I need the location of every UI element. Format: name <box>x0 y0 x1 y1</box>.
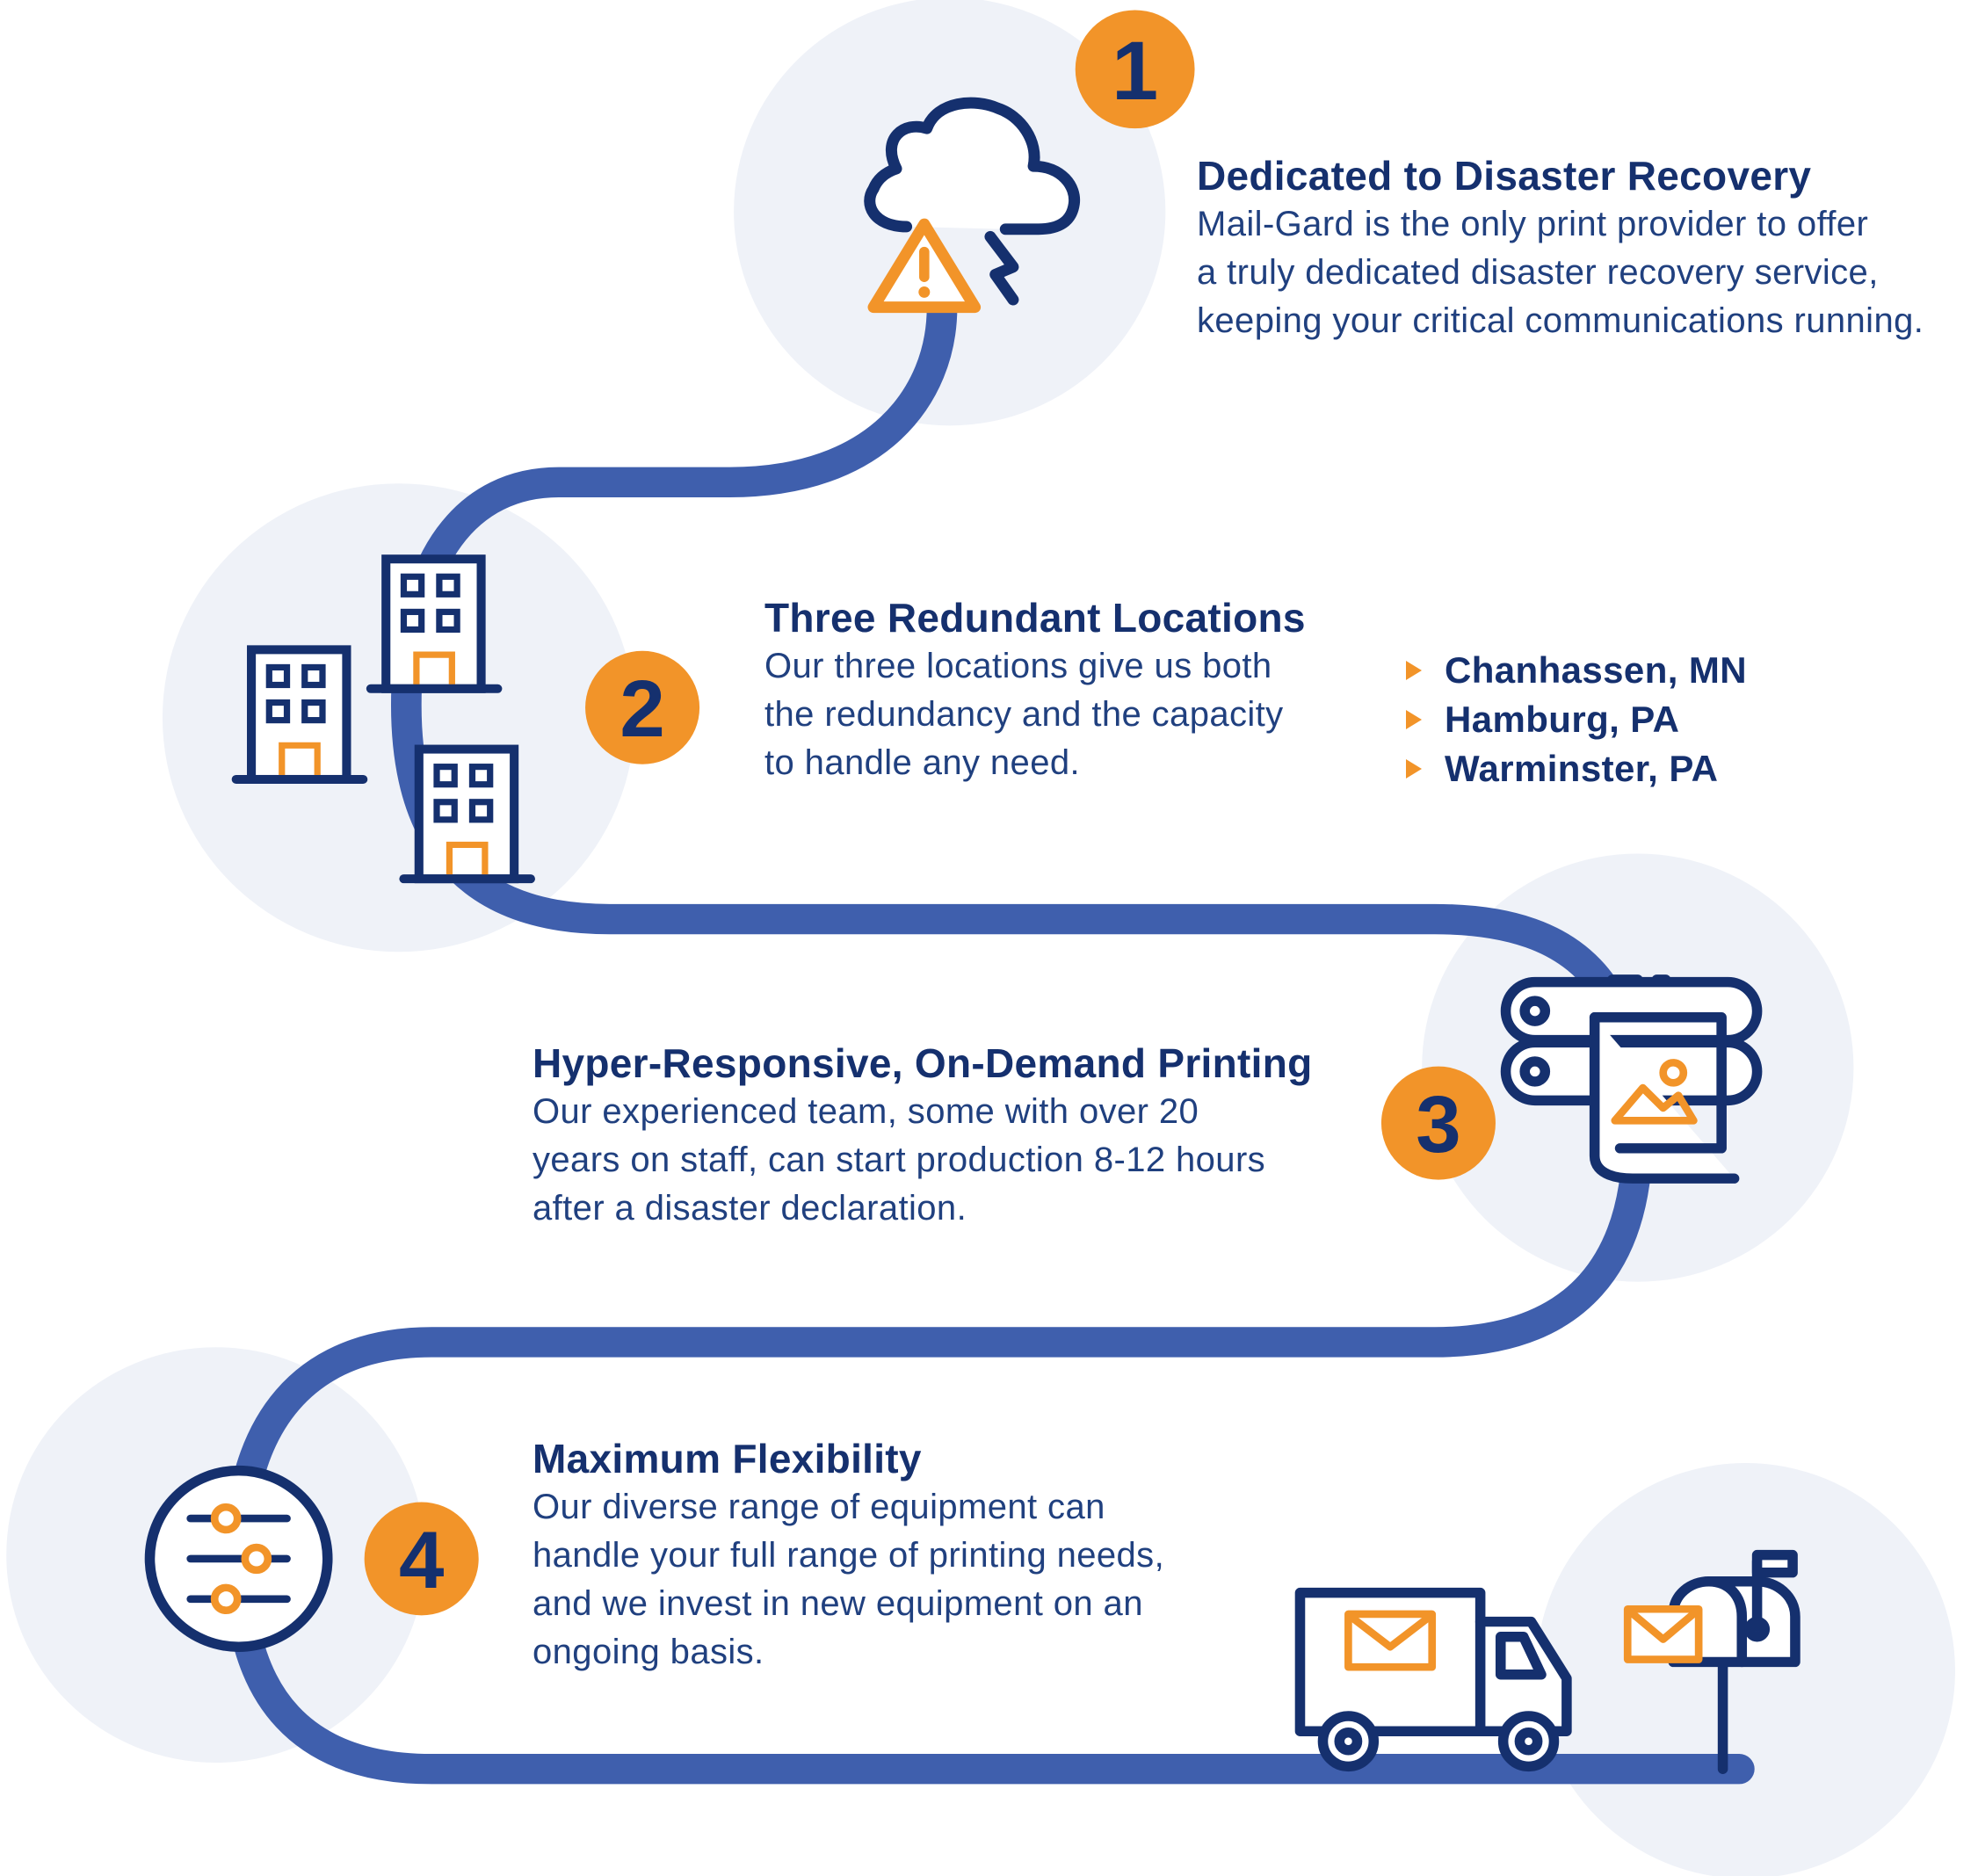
location-item: Hamburg, PA <box>1406 695 1747 744</box>
step-3-line: after a disaster declaration. <box>533 1189 967 1228</box>
printer-roll-icon <box>1500 974 1763 1184</box>
location-item: Warminster, PA <box>1406 744 1747 793</box>
step-2-text: Three Redundant Locations Our three loca… <box>764 593 1380 787</box>
step-3-line: years on staff, can start production 8-1… <box>533 1141 1266 1179</box>
delivery-truck-icon <box>1294 1587 1572 1772</box>
step-4-line: Our diverse range of equipment can <box>533 1488 1105 1526</box>
step-4-line: handle your full range of printing needs… <box>533 1536 1165 1575</box>
sliders-icon <box>144 1465 333 1652</box>
step-3-line: Our experienced team, some with over 20 <box>533 1092 1199 1131</box>
step-badge-3: 3 <box>1380 1066 1496 1180</box>
step-number-4: 4 <box>399 1515 444 1605</box>
step-2-line: to handle any need. <box>764 743 1081 782</box>
step-1-line: a truly dedicated disaster recovery serv… <box>1197 253 1879 292</box>
location-label: Warminster, PA <box>1445 748 1719 789</box>
step-2-line: Our three locations give us both <box>764 647 1272 685</box>
bullet-arrow-icon <box>1406 661 1422 680</box>
step-4-line: ongoing basis. <box>533 1633 764 1671</box>
step-4-title: Maximum Flexibility <box>533 1436 922 1481</box>
buildings-icon <box>231 554 535 884</box>
step-1-title: Dedicated to Disaster Recovery <box>1197 153 1812 199</box>
step-4-text: Maximum Flexibility Our diverse range of… <box>533 1434 1306 1677</box>
locations-list: Chanhassen, MN Hamburg, PA Warminster, P… <box>1406 646 1747 793</box>
step-badge-2: 2 <box>585 650 700 764</box>
step-2-title: Three Redundant Locations <box>764 595 1306 641</box>
step-number-1: 1 <box>1112 25 1158 119</box>
step-3-text: Hyper-Responsive, On-Demand Printing Our… <box>533 1039 1376 1233</box>
step-number-2: 2 <box>619 664 664 755</box>
step-badge-4: 4 <box>364 1502 479 1616</box>
step-4-line: and we invest in new equipment on an <box>533 1584 1143 1623</box>
step-1-text: Dedicated to Disaster Recovery Mail-Gard… <box>1197 151 1970 345</box>
location-label: Hamburg, PA <box>1445 699 1680 740</box>
step-1-line: keeping your critical communications run… <box>1197 301 1924 340</box>
cloud-warning-icon <box>864 97 1081 314</box>
location-label: Chanhassen, MN <box>1445 649 1747 691</box>
location-item: Chanhassen, MN <box>1406 646 1747 695</box>
bullet-arrow-icon <box>1406 710 1422 729</box>
bullet-arrow-icon <box>1406 759 1422 779</box>
step-1-line: Mail-Gard is the only print provider to … <box>1197 205 1869 243</box>
mailbox-icon <box>1623 1549 1800 1774</box>
number-badges: 1 2 3 4 <box>364 10 1496 1616</box>
step-2-line: the redundancy and the capacity <box>764 695 1284 734</box>
step-3-title: Hyper-Responsive, On-Demand Printing <box>533 1040 1313 1086</box>
step-badge-1: 1 <box>1075 10 1195 129</box>
bg-circle-5 <box>1536 1463 1955 1876</box>
step-number-3: 3 <box>1416 1079 1460 1170</box>
